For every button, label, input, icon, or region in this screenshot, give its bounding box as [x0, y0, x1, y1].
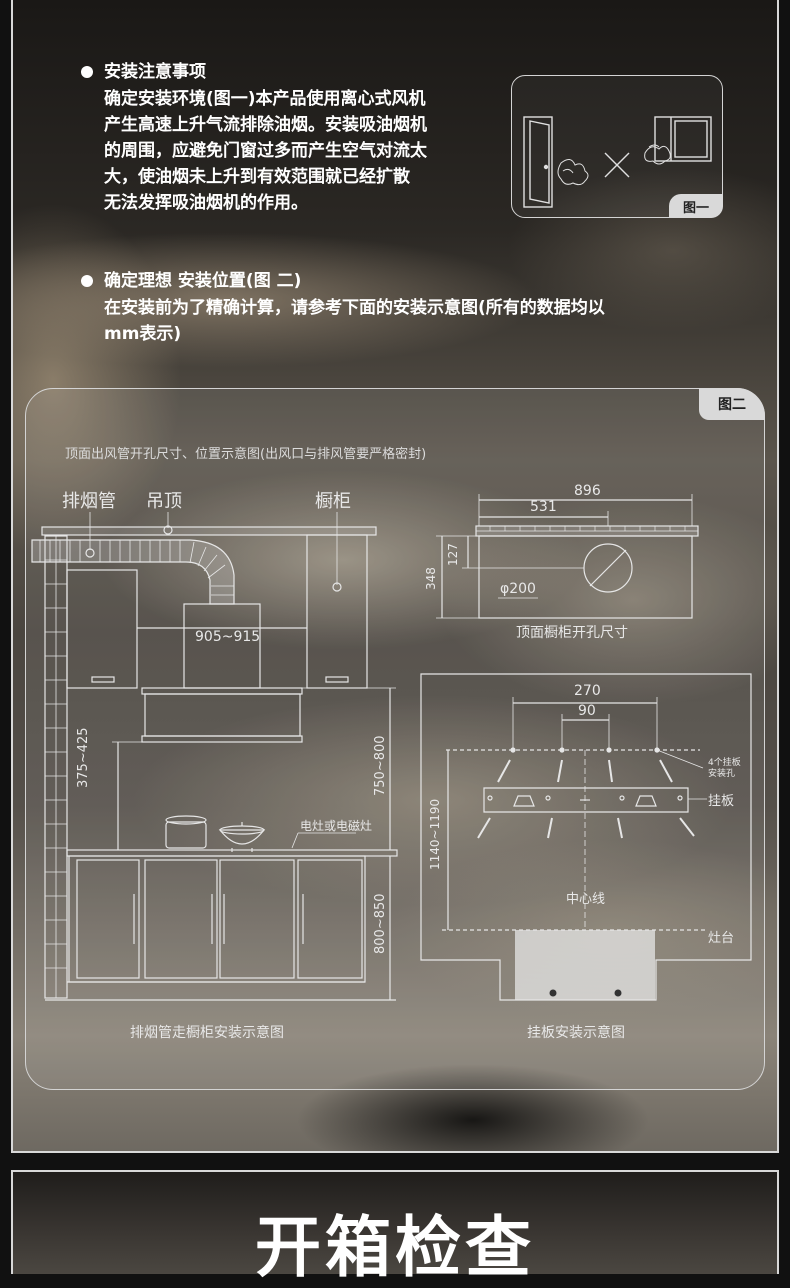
dim-center-offset: 531: [530, 499, 557, 515]
dim-counter-height: 800~850: [373, 893, 388, 954]
figure2-tag: 图二: [699, 388, 765, 420]
dim-plate-outer: 270: [574, 683, 601, 699]
dim-hole-diameter: φ200: [500, 581, 536, 597]
dim-plate-inner: 90: [578, 703, 596, 719]
dim-hood-height: 375~425: [76, 727, 91, 788]
label-ceiling: 吊顶: [146, 491, 182, 512]
next-section-panel: [11, 1170, 779, 1274]
left-diagram-caption: 排烟管走橱柜安装示意图: [130, 1025, 284, 1041]
figure1-tag: 图一: [669, 194, 723, 218]
bullet-icon: [81, 275, 93, 287]
dim-total-width: 896: [574, 483, 601, 499]
label-cabinet: 橱柜: [315, 491, 351, 512]
label-exhaust-pipe: 排烟管: [62, 491, 116, 512]
label-center-line: 中心线: [566, 892, 606, 907]
note-mounting-holes-1: 4个挂板: [708, 758, 741, 768]
top-diagram-caption: 顶面橱柜开孔尺寸: [516, 625, 628, 641]
dim-plate-height: 1140~1190: [428, 798, 442, 870]
dim-hole-height: 127: [446, 543, 460, 566]
bullet-icon: [81, 66, 93, 78]
unboxing-title: 开箱检查: [255, 1209, 535, 1286]
dim-total-height: 348: [424, 567, 438, 590]
label-plate: 挂板: [708, 794, 735, 809]
figure2-caption: 顶面出风管开孔尺寸、位置示意图(出风口与排风管要严格密封): [65, 447, 427, 462]
dim-width-range: 905~915: [195, 629, 261, 645]
section2-body: 在安装前为了精确计算，请参考下面的安装示意图(所有的数据均以 mm表示): [104, 298, 605, 344]
section1-heading: 安装注意事项: [104, 62, 206, 82]
label-stove: 电灶或电磁灶: [300, 819, 373, 833]
dim-hood-to-counter: 750~800: [373, 735, 388, 796]
figure1: 图一: [511, 75, 723, 218]
right-diagram-caption: 挂板安装示意图: [527, 1025, 625, 1041]
label-stove-top: 灶台: [708, 931, 735, 946]
door-window-illustration: [523, 116, 712, 208]
section1-body: 确定安装环境(图一)本产品使用离心式风机 产生高速上升气流排除油烟。安装吸油烟机…: [104, 89, 427, 213]
note-mounting-holes-2: 安装孔: [708, 769, 736, 779]
section2-heading: 确定理想 安装位置(图 二): [104, 271, 302, 291]
